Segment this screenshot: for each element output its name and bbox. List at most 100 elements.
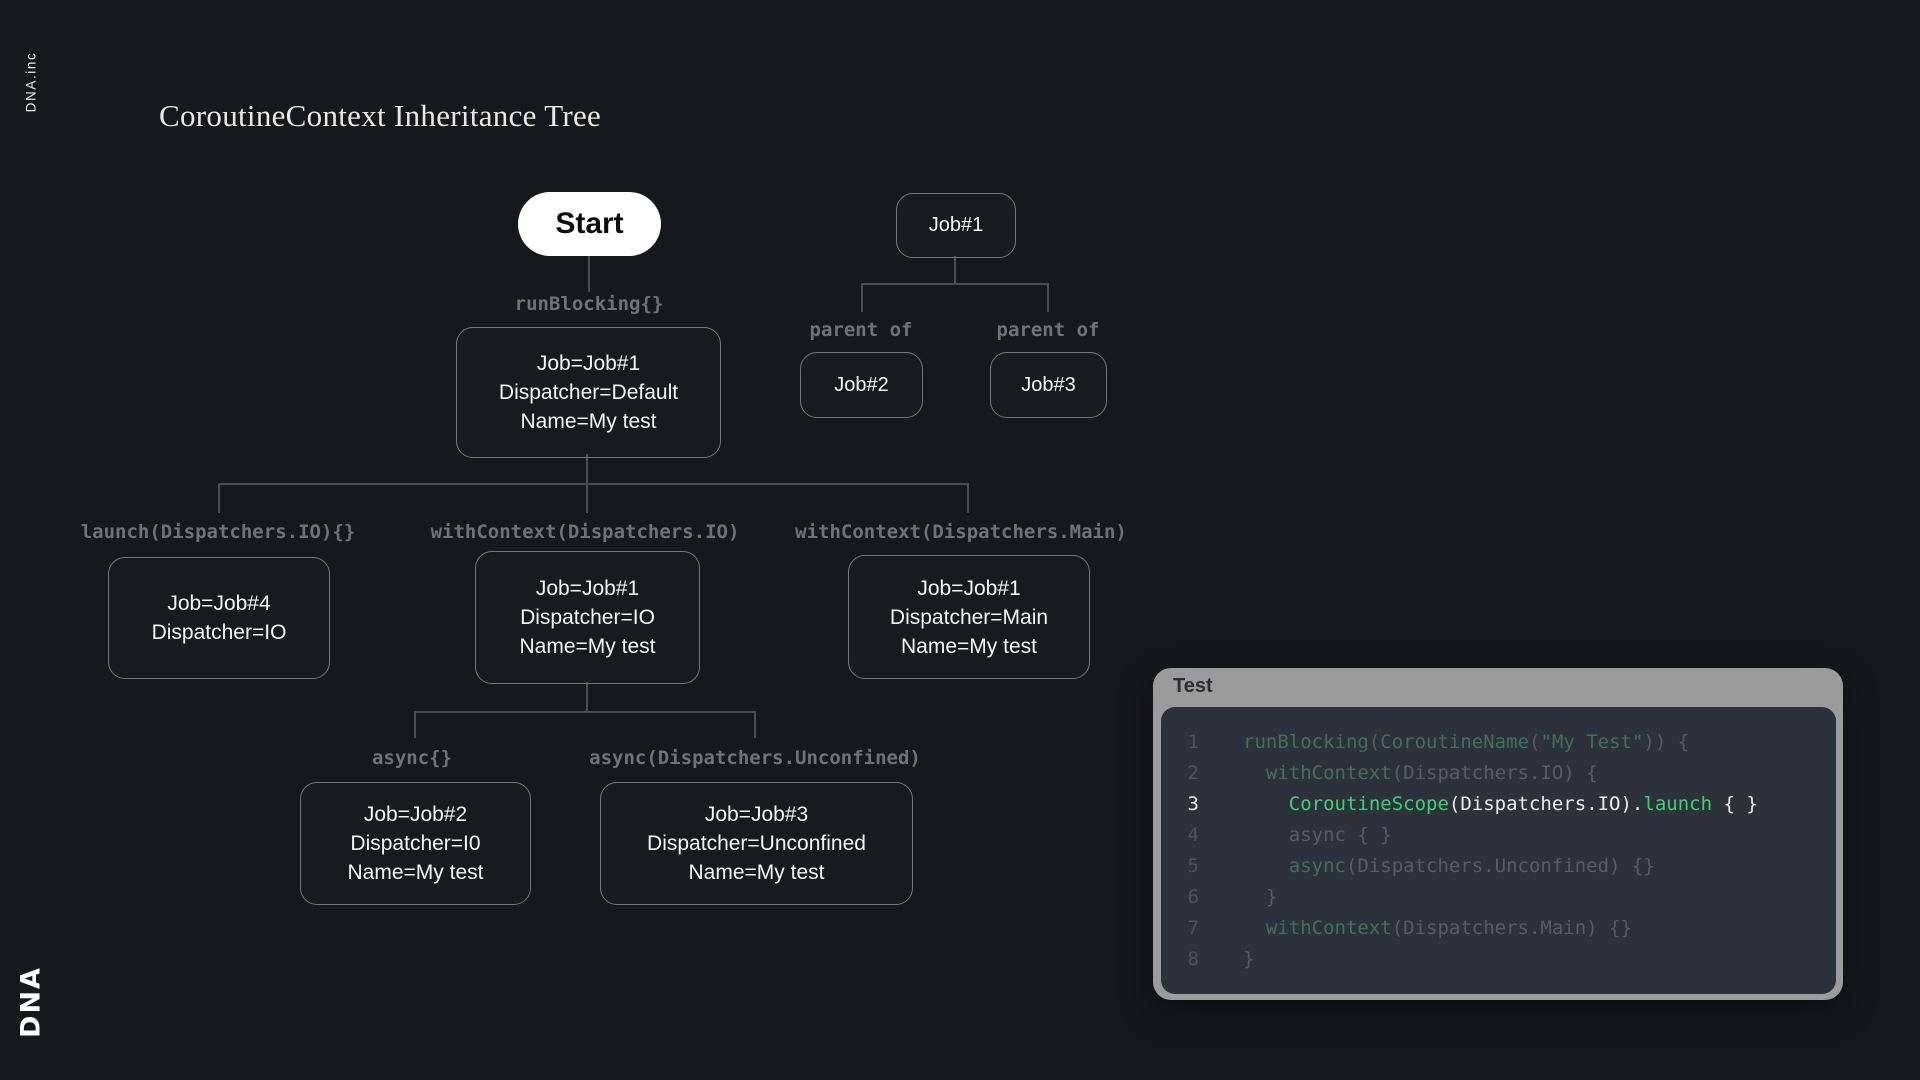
dna-logo: DNA [15, 966, 47, 1038]
line-number: 3 [1187, 793, 1199, 815]
code-token-plain: ( [1529, 731, 1541, 753]
node-text-line: Name=My test [347, 861, 484, 884]
node-text-line: Dispatcher=Default [498, 381, 679, 404]
code-token-plain: )) { [1643, 731, 1690, 753]
code-text: } [1243, 944, 1254, 975]
line-number: 7 [1187, 917, 1199, 939]
code-token-keyword: CoroutineScope [1288, 793, 1449, 815]
code-text: withContext(Dispatchers.Main) {} [1243, 913, 1632, 944]
line-number: 6 [1187, 886, 1199, 908]
code-token-plain: (Dispatchers.IO). [1448, 793, 1644, 815]
code-text: async { } [1243, 820, 1392, 851]
brand-vertical-text: DNA.inc [23, 51, 39, 113]
node-text-line: Job#3 [1021, 373, 1076, 396]
connector-line [586, 454, 588, 484]
code-line: 2 withContext(Dispatchers.IO) { [1161, 758, 1836, 789]
code-text: withContext(Dispatchers.IO) { [1243, 758, 1598, 789]
node-text-line: Dispatcher=IO [520, 606, 655, 629]
code-token-plain: (Dispatchers.Main) {} [1391, 917, 1632, 939]
edge-label-async-empty: async{} [371, 747, 453, 769]
connector-line [954, 256, 956, 284]
edge-label-parent-of-left: parent of [809, 319, 913, 341]
connector-line [414, 711, 416, 738]
code-token-plain: { } [1712, 793, 1758, 815]
node-text-line: Dispatcher=I0 [350, 832, 481, 855]
node-text-line: Job=Job#1 [536, 352, 641, 375]
code-text: } [1243, 882, 1277, 913]
edge-label-async-unconfined: async(Dispatchers.Unconfined) [589, 747, 921, 769]
code-text: CoroutineScope(Dispatchers.IO).launch { … [1243, 789, 1758, 820]
connector-line [861, 283, 1048, 285]
edge-label-withcontext-main: withContext(Dispatchers.Main) [795, 521, 1127, 543]
node-text-line: Job#2 [834, 373, 889, 396]
code-token-keyword: CoroutineName [1380, 731, 1530, 753]
code-token-keyword: async [1288, 855, 1346, 877]
code-line: 3 CoroutineScope(Dispatchers.IO).launch {… [1161, 789, 1836, 820]
node-job3: Job#3 [990, 352, 1107, 418]
code-token-keyword: withContext [1265, 762, 1392, 784]
page-title: CoroutineContext Inheritance Tree [159, 98, 602, 133]
connector-line [586, 682, 588, 712]
node-text-line: Name=My test [688, 861, 825, 884]
code-panel-title: Test [1173, 675, 1213, 697]
code-token-keyword: "My Test" [1540, 731, 1644, 753]
line-number: 5 [1187, 855, 1199, 877]
node-text-line: Job=Job#3 [704, 803, 809, 826]
code-token-keyword: launch [1643, 793, 1713, 815]
node-text-line: Job=Job#1 [535, 577, 640, 600]
node-text-line: Name=My test [520, 410, 657, 433]
code-text: runBlocking(CoroutineName("My Test")) { [1243, 727, 1689, 758]
code-token-plain: (Dispatchers.IO) { [1391, 762, 1598, 784]
node-text-line: Job=Job#2 [363, 803, 468, 826]
edge-label-runblocking: runBlocking{} [514, 293, 664, 315]
connector-line [754, 711, 756, 738]
code-line: 4 async { } [1161, 820, 1836, 851]
code-token-plain: } [1265, 886, 1278, 908]
code-token-keyword: withContext [1265, 917, 1392, 939]
connector-line [218, 483, 220, 513]
node-text-line: Job#1 [928, 214, 984, 236]
edge-label-launch-io: launch(Dispatchers.IO){} [80, 521, 356, 543]
node-text-line: Job=Job#4 [167, 592, 271, 615]
node-text-line: Dispatcher=Main [889, 605, 1049, 629]
line-number: 1 [1187, 731, 1199, 753]
code-token-keyword: runBlocking [1243, 731, 1369, 753]
code-line: 5 async(Dispatchers.Unconfined) {} [1161, 851, 1836, 882]
node-job1: Job#1 [896, 193, 1016, 258]
node-text-line: Name=My test [901, 634, 1037, 658]
connector-line [588, 256, 590, 292]
node-job2: Job#2 [800, 352, 923, 418]
connector-line [861, 283, 863, 312]
connector-line [218, 483, 968, 485]
connector-line [1047, 283, 1049, 312]
line-number: 4 [1187, 824, 1199, 846]
code-line: 7 withContext(Dispatchers.Main) {} [1161, 913, 1836, 944]
code-line: 6} [1161, 882, 1836, 913]
connector-line [414, 711, 755, 713]
start-node: Start [518, 192, 661, 256]
code-token-plain: async { } [1288, 824, 1392, 846]
node-text-line: Job=Job#1 [917, 576, 1021, 600]
connector-line [967, 483, 969, 513]
code-line: 8} [1161, 944, 1836, 975]
code-token-plain: ( [1368, 731, 1381, 753]
code-text: async(Dispatchers.Unconfined) {} [1243, 851, 1655, 882]
node-text-line: Dispatcher=IO [151, 621, 287, 644]
edge-label-withcontext-io: withContext(Dispatchers.IO) [430, 521, 740, 543]
code-token-plain: } [1243, 948, 1255, 970]
line-number: 8 [1187, 948, 1199, 970]
node-text-line: Name=My test [519, 635, 656, 658]
line-number: 2 [1187, 762, 1199, 784]
connector-line [586, 483, 588, 513]
code-token-plain: (Dispatchers.Unconfined) {} [1345, 855, 1655, 877]
